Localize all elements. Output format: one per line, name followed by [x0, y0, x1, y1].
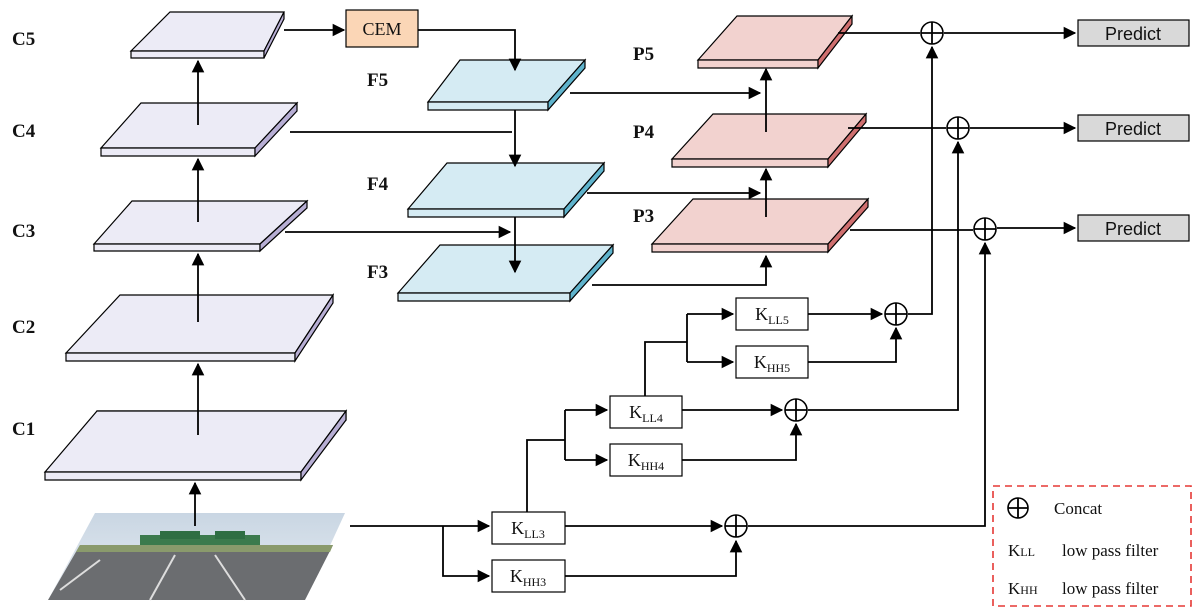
- cem-label: CEM: [362, 19, 401, 39]
- label-c3: C3: [12, 221, 35, 242]
- filter-kll5: KLL5: [735, 297, 809, 331]
- legend-khh-symbol: KHH: [1008, 579, 1038, 598]
- filter-khh5: KHH5: [735, 345, 809, 379]
- predict-box-p5: Predict: [1077, 19, 1190, 47]
- label-c1: C1: [12, 419, 35, 440]
- plate-f3: [396, 243, 615, 303]
- label-f3: F3: [367, 262, 388, 283]
- predict-box-p3: Predict: [1077, 214, 1190, 242]
- plate-p5: [696, 14, 854, 70]
- svg-text:KHH3: KHH3: [510, 566, 546, 589]
- concat-level4: [784, 398, 808, 422]
- filter-kll3: KLL3: [491, 511, 566, 545]
- filter-khh4: KHH4: [609, 443, 683, 477]
- concat-level3: [724, 514, 748, 538]
- plate-c1: [43, 409, 348, 482]
- plate-f4: [406, 161, 606, 219]
- label-f4: F4: [367, 174, 389, 195]
- svg-text:KHH4: KHH4: [628, 450, 664, 473]
- plate-c2: [64, 292, 335, 364]
- cem-block: CEM: [345, 9, 419, 48]
- label-p3: P3: [633, 206, 654, 227]
- legend-kll-symbol: KLL: [1008, 541, 1035, 560]
- legend-concat-icon: [1007, 497, 1029, 519]
- predict-label: Predict: [1105, 24, 1161, 44]
- plate-c5: [129, 11, 285, 59]
- plate-p3: [650, 197, 870, 254]
- connections: [284, 23, 1077, 583]
- backbone-arrows: [188, 59, 205, 526]
- svg-text:KLL4: KLL4: [629, 402, 663, 425]
- legend-kll-desc: low pass filter: [1062, 541, 1159, 560]
- label-c2: C2: [12, 317, 35, 338]
- concat-p4: [946, 116, 970, 140]
- filter-khh3: KHH3: [491, 559, 566, 593]
- plate-c3: [92, 199, 309, 253]
- label-c4: C4: [12, 121, 36, 142]
- svg-text:KHH5: KHH5: [754, 352, 790, 375]
- label-c5: C5: [12, 29, 35, 50]
- legend: Concat KLL low pass filter KHH low pass …: [992, 485, 1192, 607]
- predict-label: Predict: [1105, 219, 1161, 239]
- filter-kll4: KLL4: [609, 395, 683, 429]
- concat-p5: [920, 21, 944, 45]
- plate-c4: [99, 101, 299, 158]
- label-f5: F5: [367, 70, 388, 91]
- label-p4: P4: [633, 122, 655, 143]
- concat-p3: [973, 217, 997, 241]
- input-road-image: [48, 513, 345, 601]
- predict-label: Predict: [1105, 119, 1161, 139]
- predict-box-p4: Predict: [1077, 114, 1190, 142]
- plate-f5: [426, 58, 587, 112]
- svg-text:KLL3: KLL3: [511, 518, 545, 541]
- plate-p4: [670, 112, 868, 169]
- legend-khh-desc: low pass filter: [1062, 579, 1159, 598]
- legend-concat-label: Concat: [1054, 499, 1102, 518]
- label-p5: P5: [633, 44, 654, 65]
- svg-text:KLL5: KLL5: [755, 304, 789, 327]
- concat-level5: [884, 302, 908, 326]
